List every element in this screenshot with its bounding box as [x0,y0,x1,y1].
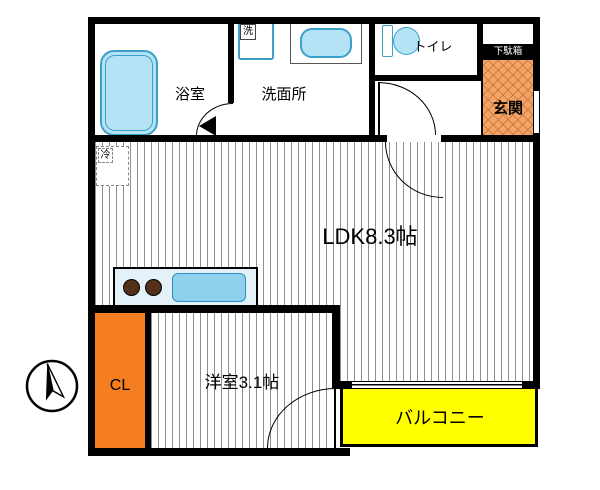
wall-toilet-shoebox [477,17,483,75]
wall-ldk-westernroom [88,305,340,313]
kitchen-sink [172,273,246,302]
toilet-bowl [393,27,420,55]
entrance-floor [483,60,533,135]
stove-burner-2 [145,279,162,296]
wall-toilet-bottom [369,75,483,81]
wall-topband-bottom-left [88,135,387,142]
outer-wall-left [88,17,95,456]
wall-closet-westernroom [145,313,151,448]
washroom-label: 洗面所 [261,85,307,103]
outer-wall-top [88,17,540,24]
washer-label: 洗 [240,24,256,40]
wall-topband-bottom-right [441,135,540,142]
compass-icon [25,359,79,413]
fridge-label: 冷 [98,148,113,163]
balcony-area [340,385,538,447]
entrance-step-line [481,81,483,135]
entrance-label: 玄関 [492,99,523,117]
sink-basin [300,28,352,58]
shoebox-label: 下駄箱 [483,44,533,60]
western-room-label: 洋室3.1帖 [204,372,280,392]
shoebox-area [483,24,533,44]
front-door [533,90,540,134]
outer-wall-right [533,17,540,389]
western-room-floor [151,313,332,448]
outer-wall-bottom [88,448,350,456]
balcony-label: バルコニー [395,408,485,428]
bathroom-label: 浴室 [174,85,205,103]
window-stub-right [522,381,540,389]
closet-floor [95,313,145,448]
ldk-label: LDK8.3帖 [322,224,418,249]
toilet-door-leaf [378,82,380,135]
western-room-door-leaf [334,388,336,448]
bathroom-door-marker [199,116,216,136]
bathtub-inner [105,55,153,131]
closet-label: CL [109,377,131,394]
window-stub-left [336,381,352,389]
wall-westernroom-right [332,305,340,388]
balcony-window [352,381,522,389]
wall-bath-washroom [228,17,234,103]
toilet-label: トイレ [413,38,453,54]
stove-burner-1 [123,279,140,296]
toilet-tank [382,25,393,57]
north-arrow-compass [23,357,81,415]
